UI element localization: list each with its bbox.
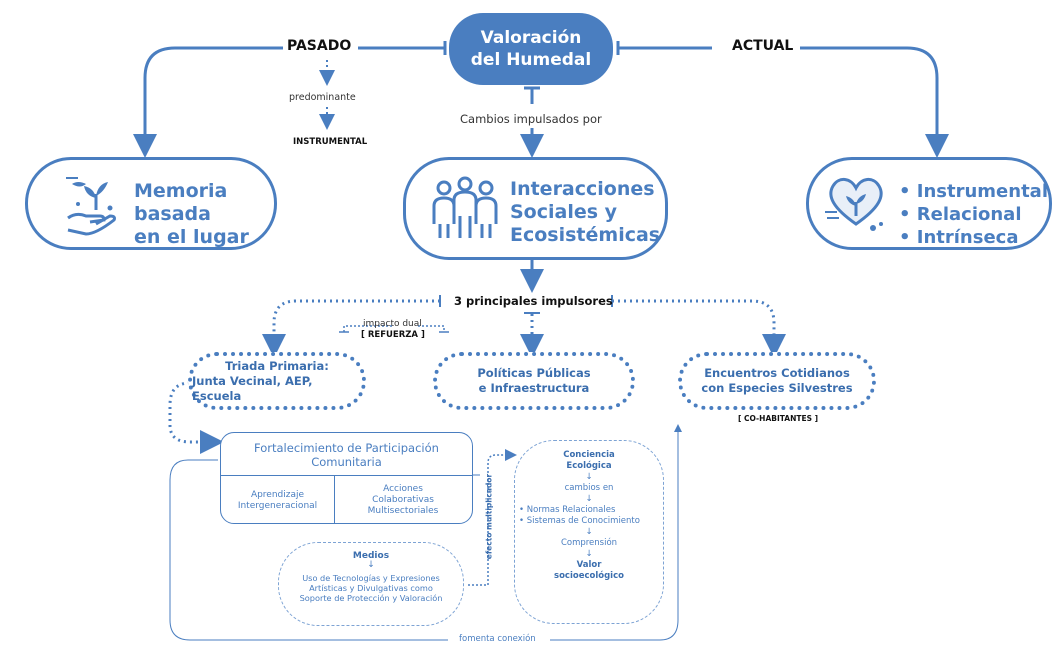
fortalecimiento-node: Fortalecimiento de Participación Comunit… (220, 432, 473, 524)
conciencia-arrow-1: ↓ (585, 472, 593, 482)
encuentros-line-2: con Especies Silvestres (701, 381, 853, 395)
memoria-line-1: Memoria (134, 180, 228, 202)
heart-plant-icon (825, 178, 883, 231)
instrumental-label: INSTRUMENTAL (293, 137, 368, 147)
encuentros-node: Encuentros Cotidianos con Especies Silve… (678, 352, 876, 410)
pasado-label: PASADO (283, 38, 356, 54)
actual-item-1: • Instrumental (899, 181, 1048, 202)
triada-node: Triada Primaria: Junta Vecinal, AEP, Esc… (188, 352, 366, 410)
aprendizaje-line-1: Aprendizaje (250, 490, 305, 500)
conciencia-line-2: Ecológica (566, 461, 612, 471)
hand-plant-icon (66, 177, 116, 236)
aprendizaje-line-2: Intergeneracional (237, 501, 318, 511)
politicas-node: Políticas Públicas e Infraestructura (433, 352, 635, 410)
conciencia-arrow-4: ↓ (585, 549, 593, 559)
triada-line-1: Triada Primaria: (225, 358, 329, 373)
impulsores-title: 3 principales impulsores (454, 294, 613, 308)
valor-line-1: Valor (576, 560, 602, 570)
medios-line-1: Uso de Tecnologías y Expresiones (302, 573, 440, 583)
triada-line-2: Junta Vecinal, AEP, Escuela (192, 373, 313, 403)
medios-line-3: Soporte de Protección y Valoración (299, 593, 443, 603)
medios-node: Medios ↓ Uso de Tecnologías y Expresione… (278, 542, 464, 626)
interacciones-line-2: Sociales y (510, 201, 618, 223)
impacto-dual-label: impacto dual (363, 319, 422, 329)
predominante-label: predominante (289, 92, 356, 103)
actual-item-2: • Relacional (899, 204, 1022, 225)
acciones-line-1: Acciones (383, 484, 423, 494)
cambios-label: Cambios impulsados por (460, 112, 602, 126)
medios-line-2: Artísticas y Divulgativas como (309, 583, 433, 593)
conciencia-node: Conciencia Ecológica ↓ cambios en ↓ • No… (514, 440, 664, 624)
acciones-line-3: Multisectoriales (367, 506, 439, 516)
memoria-node: Memoria basada en el lugar (25, 157, 277, 250)
medios-arrow: ↓ (367, 560, 375, 570)
normas-label: • Normas Relacionales (519, 505, 616, 515)
comprension-label: Comprensión (560, 538, 618, 548)
politicas-line-2: e Infraestructura (478, 381, 590, 395)
cambios-en-label: cambios en (564, 483, 614, 493)
cohabitantes-label: [ CO-HABITANTES ] (738, 414, 819, 423)
interacciones-line-3: Ecosistémicas (510, 224, 661, 246)
interacciones-line-1: Interacciones (510, 178, 655, 200)
valoracion-node: Valoración del Humedal (449, 13, 613, 85)
conciencia-line-1: Conciencia (563, 450, 615, 460)
actual-values-node: • Instrumental • Relacional • Intrínseca (806, 157, 1052, 250)
memoria-line-2: basada (134, 203, 211, 225)
efecto-label: efecto multiplicador (484, 473, 494, 560)
medios-title: Medios (352, 551, 390, 561)
conciencia-arrow-2: ↓ (585, 494, 593, 504)
valor-line-2: socioecológico (554, 571, 624, 581)
fortalecimiento-line-2: Comunitaria (311, 455, 382, 469)
politicas-line-1: Políticas Públicas (477, 366, 591, 380)
memoria-line-3: en el lugar (134, 226, 249, 248)
fomenta-label: fomenta conexión (456, 634, 539, 644)
encuentros-line-1: Encuentros Cotidianos (704, 366, 850, 380)
valoracion-line-1: Valoración (480, 28, 582, 48)
interacciones-node: Interacciones Sociales y Ecosistémicas (403, 157, 668, 260)
people-group-icon (432, 176, 498, 238)
fortalecimiento-line-1: Fortalecimiento de Participación (254, 441, 439, 455)
actual-item-3: • Intrínseca (899, 227, 1019, 248)
conciencia-arrow-3: ↓ (585, 527, 593, 537)
valoracion-line-2: del Humedal (470, 50, 592, 70)
actual-label: ACTUAL (728, 38, 798, 54)
acciones-line-2: Colaborativas (372, 495, 434, 505)
refuerza-label: [ REFUERZA ] (361, 330, 425, 340)
sistemas-label: • Sistemas de Conocimiento (519, 516, 640, 526)
